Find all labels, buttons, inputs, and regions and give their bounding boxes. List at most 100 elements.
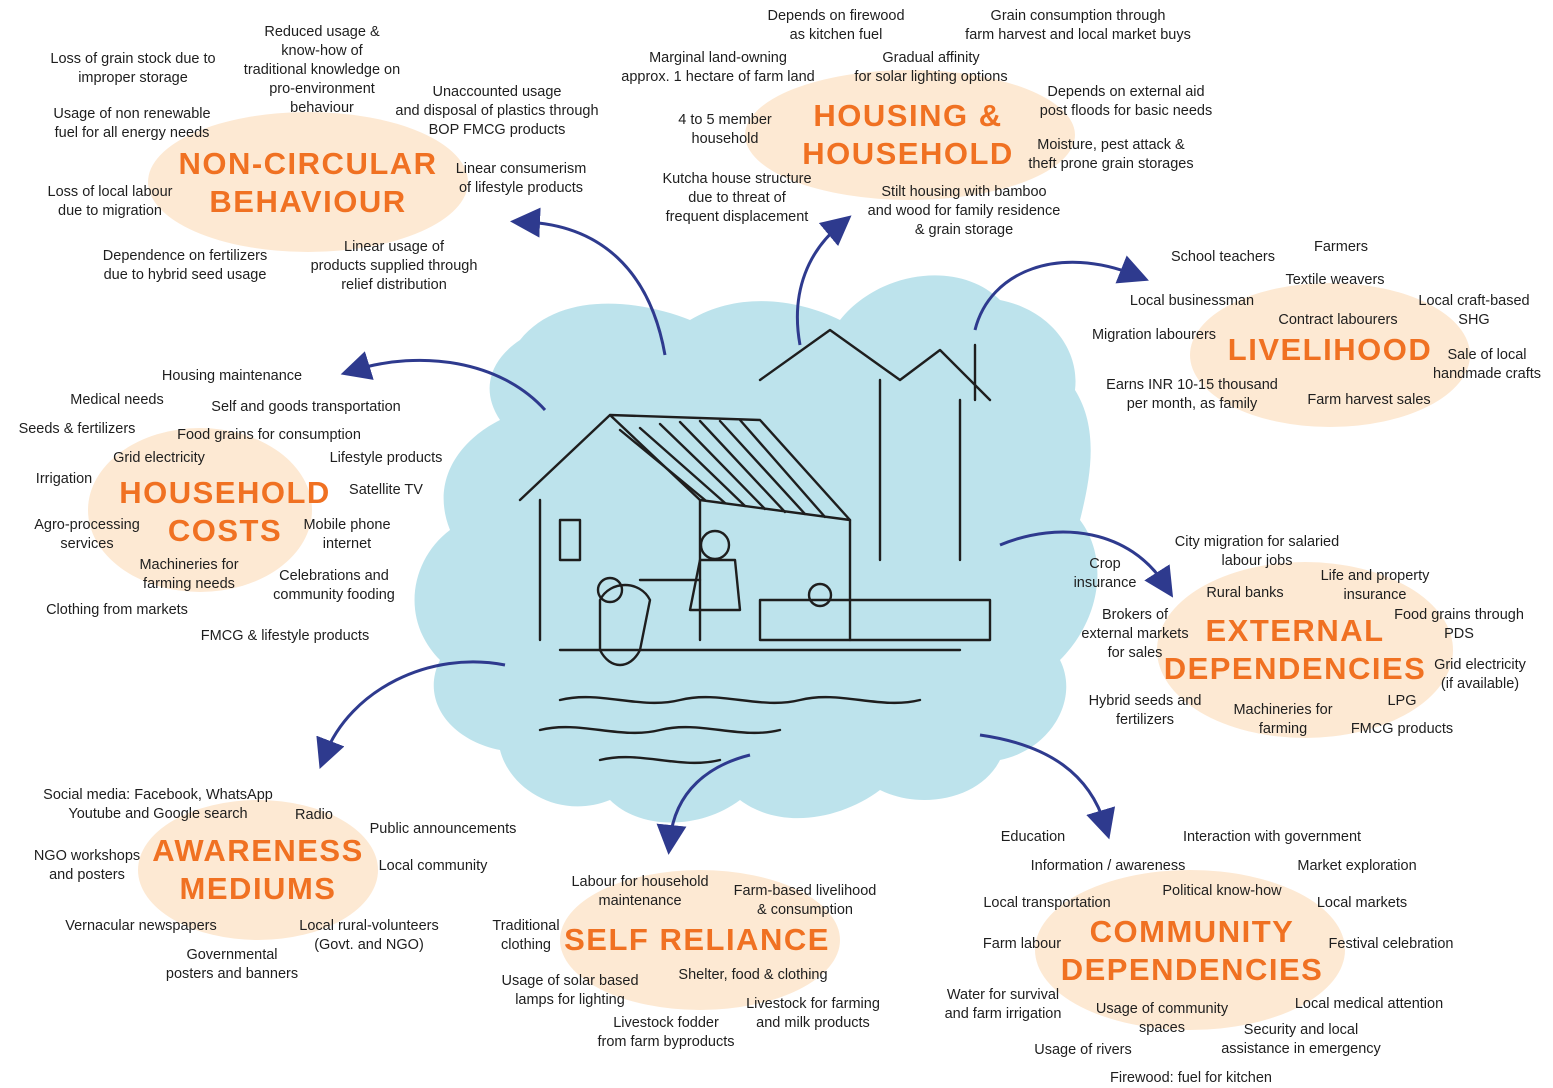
- item-grain-consumption: Grain consumption through farm harvest a…: [965, 8, 1191, 43]
- item-city-migration: City migration for salaried labour jobs: [1174, 534, 1340, 569]
- item-rural-banks: Rural banks: [1206, 585, 1284, 601]
- item-radio: Radio: [295, 807, 333, 823]
- item-kutcha-house: Kutcha house structure due to threat of …: [662, 171, 812, 225]
- item-fmcg-lifestyle: FMCG & lifestyle products: [200, 628, 370, 644]
- blob-housing: [745, 70, 1075, 200]
- item-farm-livelihood: Farm-based livelihood & consumption: [733, 883, 877, 918]
- central-cloud: [414, 275, 1098, 823]
- item-crop-insurance: Crop insurance: [1073, 556, 1137, 591]
- item-community-spaces: Usage of community spaces: [1095, 1001, 1229, 1036]
- item-education: Education: [1000, 829, 1066, 845]
- item-local-transportation: Local transportation: [983, 895, 1111, 911]
- item-firewood-fuel: Depends on firewood as kitchen fuel: [767, 8, 905, 43]
- arrow-to-household-costs: [340, 351, 547, 412]
- item-market-exploration: Market exploration: [1297, 858, 1417, 874]
- item-local-community: Local community: [378, 858, 488, 874]
- blob-non-circular: [148, 112, 468, 252]
- title-awareness-mediums: AWARENESS MEDIUMS: [152, 833, 364, 906]
- blob-household-costs: [88, 428, 312, 592]
- item-irrigation: Irrigation: [35, 471, 93, 487]
- item-traditional-clothing: Traditional clothing: [492, 918, 560, 953]
- item-local-craft-shg: Local craft-based SHG: [1418, 293, 1530, 328]
- item-farming-machineries: Machineries for farming needs: [139, 557, 239, 592]
- item-local-labour-loss: Loss of local labour due to migration: [47, 184, 173, 219]
- blob-self-reliance: [560, 870, 840, 1010]
- item-contract-labourers: Contract labourers: [1278, 312, 1398, 328]
- arrow-to-awareness: [316, 660, 506, 769]
- item-mobile-internet: Mobile phone internet: [303, 517, 391, 552]
- title-livelihood: LIVELIHOOD: [1227, 332, 1433, 367]
- item-usage-of-rivers: Usage of rivers: [1034, 1042, 1132, 1058]
- item-handmade-crafts: Sale of local handmade crafts: [1432, 347, 1542, 382]
- arrow-to-livelihood: [973, 255, 1149, 331]
- item-textile-weavers: Textile weavers: [1285, 272, 1385, 288]
- item-grain-stock-loss: Loss of grain stock due to improper stor…: [50, 51, 216, 86]
- item-lpg: LPG: [1387, 693, 1417, 709]
- item-clothing: Clothing from markets: [46, 602, 188, 618]
- item-external-aid: Depends on external aid post floods for …: [1039, 84, 1213, 119]
- item-migration-labourers: Migration labourers: [1091, 327, 1217, 343]
- title-housing-household: HOUSING & HOUSEHOLD: [802, 98, 1014, 171]
- item-local-markets: Local markets: [1316, 895, 1408, 911]
- item-stilt-housing: Stilt housing with bamboo and wood for f…: [867, 184, 1061, 238]
- item-linear-consumerism: Linear consumerism of lifestyle products: [455, 161, 587, 196]
- item-fmcg-products: FMCG products: [1350, 721, 1454, 737]
- title-external-dependencies: EXTERNAL DEPENDENCIES: [1163, 613, 1427, 686]
- item-medical-needs: Medical needs: [70, 392, 164, 408]
- item-security-assistance: Security and local assistance in emergen…: [1221, 1022, 1381, 1057]
- arrow-to-self-reliance: [656, 753, 751, 855]
- item-livestock-farming: Livestock for farming and milk products: [746, 996, 880, 1031]
- blob-community: [1035, 870, 1345, 1030]
- item-livestock-fodder: Livestock fodder from farm byproducts: [597, 1015, 735, 1050]
- item-lifestyle-products: Lifestyle products: [329, 450, 443, 466]
- item-hybrid-seeds: Hybrid seeds and fertilizers: [1088, 693, 1202, 728]
- arrow-to-community: [979, 733, 1116, 840]
- item-seeds-fertilizers: Seeds & fertilizers: [18, 421, 136, 437]
- item-solar-lamps: Usage of solar based lamps for lighting: [501, 973, 639, 1008]
- item-farm-labour: Farm labour: [982, 936, 1062, 952]
- title-household-costs: HOUSEHOLD COSTS: [119, 475, 331, 548]
- item-marginal-land: Marginal land-owning approx. 1 hectare o…: [621, 50, 815, 85]
- item-solar-affinity: Gradual affinity for solar lighting opti…: [854, 50, 1008, 85]
- item-housing-maintenance: Housing maintenance: [161, 368, 303, 384]
- item-agro-processing: Agro-processing services: [34, 517, 140, 552]
- blob-livelihood: [1190, 283, 1470, 427]
- item-family-income: Earns INR 10-15 thousand per month, as f…: [1106, 377, 1278, 412]
- item-ngo-workshops: NGO workshops and posters: [33, 848, 141, 883]
- item-government-posters: Governmental posters and banners: [165, 947, 299, 982]
- item-festival-celebration: Festival celebration: [1328, 936, 1454, 952]
- title-community-dependencies: COMMUNITY DEPENDENCIES: [1060, 914, 1324, 987]
- item-shelter-food-clothing: Shelter, food & clothing: [678, 967, 828, 983]
- item-food-grains: Food grains for consumption: [177, 427, 361, 443]
- item-life-property-insurance: Life and property insurance: [1320, 568, 1430, 603]
- item-local-medical: Local medical attention: [1294, 996, 1444, 1012]
- title-non-circular-behaviour: NON-CIRCULAR BEHAVIOUR: [178, 146, 438, 219]
- item-pds-food-grains: Food grains through PDS: [1394, 607, 1524, 642]
- item-local-businessman: Local businessman: [1129, 293, 1255, 309]
- item-celebrations: Celebrations and community fooding: [273, 568, 395, 603]
- blob-external: [1157, 562, 1453, 738]
- item-farm-harvest-sales: Farm harvest sales: [1307, 392, 1431, 408]
- blob-awareness: [138, 800, 378, 940]
- arrow-to-external: [999, 530, 1174, 598]
- item-grain-storage-risk: Moisture, pest attack & theft prone grai…: [1028, 137, 1194, 172]
- item-social-media: Social media: Facebook, WhatsApp Youtube…: [43, 787, 273, 822]
- item-rural-volunteers: Local rural-volunteers (Govt. and NGO): [299, 918, 439, 953]
- arrow-to-housing: [795, 215, 852, 346]
- item-household-size: 4 to 5 member household: [678, 112, 772, 147]
- item-information-awareness: Information / awareness: [1030, 858, 1186, 874]
- item-grid-electricity: Grid electricity: [113, 450, 205, 466]
- item-satellite-tv: Satellite TV: [349, 482, 423, 498]
- item-government-interaction: Interaction with government: [1182, 829, 1362, 845]
- item-non-renewable-fuel: Usage of non renewable fuel for all ener…: [53, 106, 211, 141]
- item-political-know-how: Political know-how: [1162, 883, 1282, 899]
- item-farming-machineries-external: Machineries for farming: [1233, 702, 1333, 737]
- cluster-blobs: [88, 70, 1470, 1030]
- flooded-house-rescue-icon: [518, 328, 992, 765]
- item-plastics-disposal: Unaccounted usage and disposal of plasti…: [395, 84, 599, 138]
- item-firewood-kitchen: Firewood: fuel for kitchen: [1110, 1070, 1272, 1086]
- item-fertilizer-dependence: Dependence on fertilizers due to hybrid …: [102, 248, 268, 283]
- item-public-announcements: Public announcements: [369, 821, 517, 837]
